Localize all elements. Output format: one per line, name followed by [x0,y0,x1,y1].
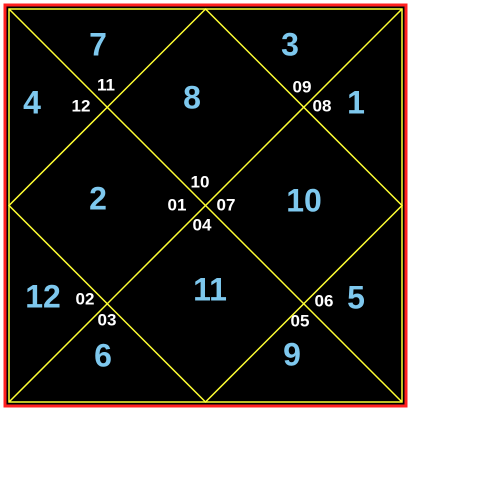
inner-diamond [7,7,404,404]
house-right-center: 10 [286,182,322,218]
minor-ur-top: 09 [293,77,312,96]
minor-center-right: 07 [217,195,236,214]
minor-ll-left: 02 [76,289,95,308]
minor-center-left: 01 [168,195,187,214]
minor-lr-right: 06 [315,291,334,310]
house-left-center: 2 [89,180,107,216]
house-top-center: 8 [183,79,201,115]
minor-ul-left: 12 [72,96,91,115]
diagonal-anti [8,8,403,403]
minor-ul-top: 11 [97,75,115,94]
minor-center-bottom: 04 [193,215,212,234]
minor-lr-bottom: 05 [291,311,310,330]
house-left-upper: 4 [23,84,41,120]
house-right-upper: 1 [347,84,365,120]
house-left-lower: 12 [25,278,61,314]
house-bottom-left: 6 [94,337,112,373]
house-right-lower: 5 [347,279,365,315]
house-bottom-center: 11 [193,271,227,307]
minor-ur-right: 08 [313,96,332,115]
minor-center-top: 10 [191,172,210,191]
house-top-right: 3 [281,26,299,62]
house-bottom-right: 9 [283,336,301,372]
house-top-left: 7 [89,26,107,62]
minor-ll-bottom: 03 [98,310,117,329]
